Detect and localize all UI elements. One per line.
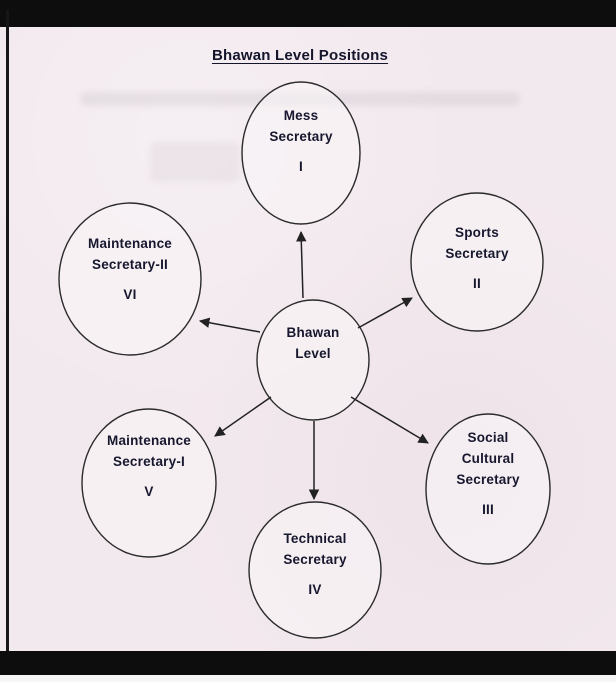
node-text-line: Level <box>295 346 331 361</box>
ellipse-technical-secretary <box>248 501 382 639</box>
ellipse-bhawan-level <box>256 299 370 421</box>
node-text-line: Maintenance <box>88 236 172 251</box>
node-text-line: Maintenance <box>107 433 191 448</box>
node-numeral: I <box>299 159 303 174</box>
scan-strip-bottom <box>0 675 616 682</box>
node-numeral: IV <box>308 582 322 597</box>
node-numeral: V <box>144 484 154 499</box>
arrow-center-to-sports <box>357 297 413 329</box>
node-text-line: Technical <box>283 531 347 546</box>
node-social-cultural-secretary: Social Cultural Secretary III <box>456 427 519 520</box>
node-text-line: Sports <box>455 225 499 240</box>
arrow-center-to-mess <box>296 230 307 299</box>
node-text-line: Secretary-I <box>112 454 185 469</box>
node-text-line: Social <box>467 430 509 445</box>
arrow-center-to-social-cultural <box>350 396 429 444</box>
page-title: Bhawan Level Positions <box>211 47 389 64</box>
node-maintenance-secretary-2: Maintenance Secretary-II VI <box>88 233 172 305</box>
node-maintenance-secretary-1: Maintenance Secretary-I V <box>107 430 191 502</box>
node-technical-secretary: Technical Secretary IV <box>283 528 346 600</box>
node-text-line: Secretary <box>283 552 347 567</box>
node-bhawan-level: Bhawan Level <box>287 322 340 364</box>
node-text-line: Secretary-II <box>92 257 168 272</box>
arrow-center-to-maintenance-2 <box>198 317 261 333</box>
ellipse-mess-secretary <box>241 81 361 225</box>
node-sports-secretary: Sports Secretary II <box>445 222 508 294</box>
node-text-line: Secretary <box>269 129 333 144</box>
node-text-line: Mess <box>283 108 319 123</box>
node-numeral: II <box>473 276 481 291</box>
scan-edge-top <box>0 0 616 27</box>
scan-edge-left <box>6 10 9 658</box>
ellipse-social-cultural-secretary <box>425 413 551 565</box>
arrow-center-to-maintenance-1 <box>214 396 272 437</box>
ellipse-maintenance-secretary-2 <box>58 202 202 356</box>
ellipse-sports-secretary <box>410 192 544 332</box>
node-mess-secretary: Mess Secretary I <box>269 105 332 177</box>
node-text-line: Cultural <box>461 451 515 466</box>
node-text-line: Bhawan <box>286 325 340 340</box>
node-numeral: VI <box>123 287 137 302</box>
node-numeral: III <box>482 502 494 517</box>
scan-edge-bottom <box>0 651 616 675</box>
node-text-line: Secretary <box>445 246 509 261</box>
ellipse-maintenance-secretary-1 <box>81 408 217 558</box>
node-text-line: Secretary <box>456 472 520 487</box>
